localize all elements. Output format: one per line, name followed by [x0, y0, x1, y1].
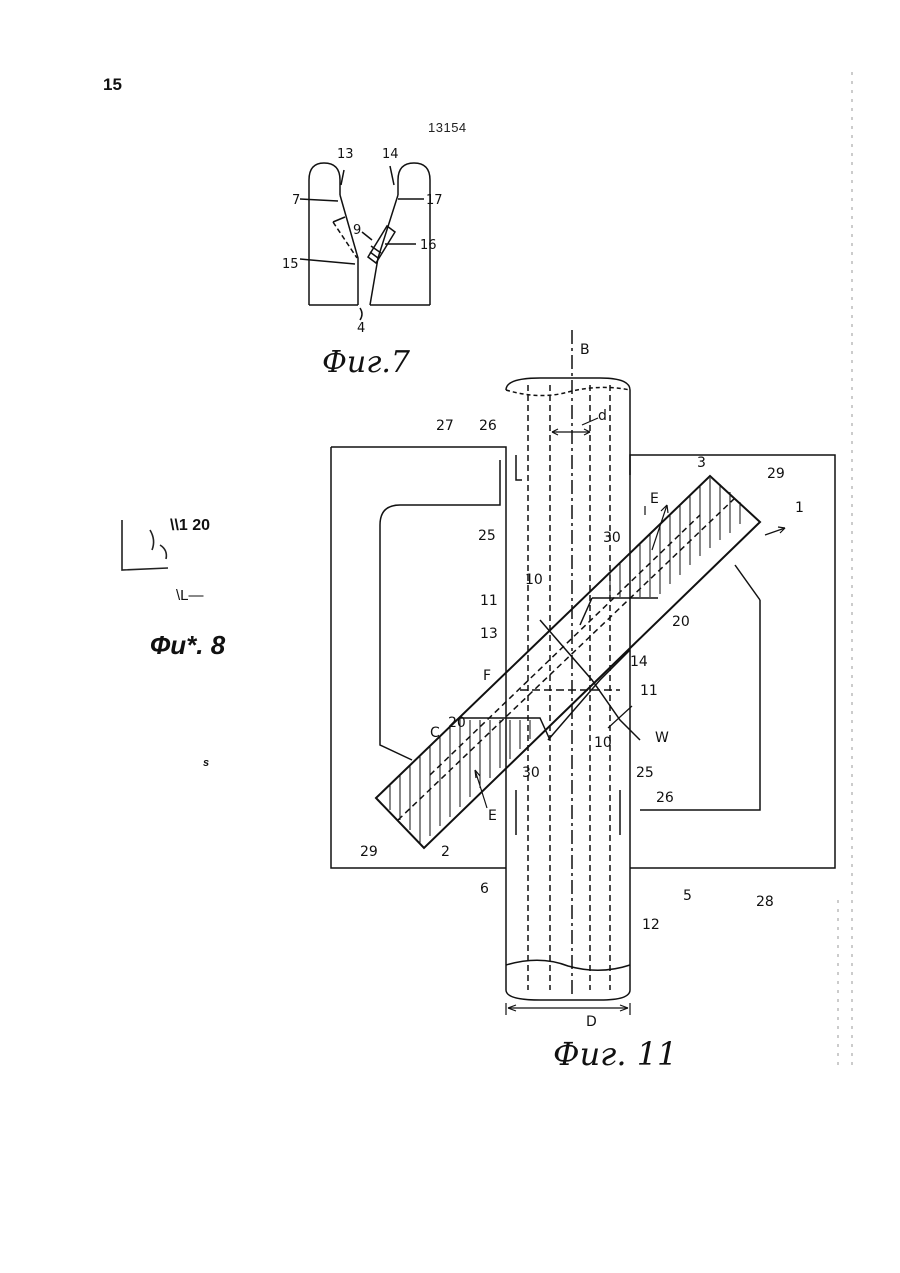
- fig11-label-D: D: [586, 1014, 597, 1030]
- figure-11-labels: B d 27 26 3 29 1 E 25 30 10 11 20 13 14 …: [360, 342, 804, 1030]
- fig11-label-d: d: [598, 408, 607, 424]
- fig11-label-11-top: 11: [480, 593, 498, 609]
- fig11-label-20-right: 20: [672, 614, 690, 630]
- fig11-label-25-top: 25: [478, 528, 496, 544]
- fig7-label-9: 9: [353, 223, 361, 238]
- fig11-label-3: 3: [697, 455, 706, 471]
- fig11-label-E-top: E: [650, 491, 659, 507]
- figure-7-drawing: [300, 163, 430, 320]
- fig11-label-14: 14: [630, 654, 648, 670]
- fig11-label-5: 5: [683, 888, 692, 904]
- fig11-label-13: 13: [480, 626, 498, 642]
- fig11-label-25-bottom: 25: [636, 765, 654, 781]
- fig11-label-30-top: 30: [603, 530, 621, 546]
- fig11-label-10-bottom: 10: [594, 735, 612, 751]
- fig11-label-29-bottom: 29: [360, 844, 378, 860]
- figure-7-labels: 13 14 7 17 9 16 15 4: [282, 147, 443, 336]
- fig7-label-16: 16: [420, 238, 437, 253]
- fig7-label-4: 4: [357, 321, 365, 336]
- fig11-label-30-bottom: 30: [522, 765, 540, 781]
- fig11-label-11-right: 11: [640, 683, 658, 699]
- fig11-label-6: 6: [480, 881, 489, 897]
- scan-border-right: [838, 72, 852, 1070]
- fig11-label-27: 27: [436, 418, 454, 434]
- fig11-label-10-top: 10: [525, 572, 543, 588]
- fig11-label-B: B: [580, 342, 590, 358]
- fig11-label-C: C: [430, 725, 440, 741]
- fig11-label-28: 28: [756, 894, 774, 910]
- fig11-label-W: W: [655, 730, 669, 746]
- fig11-label-12: 12: [642, 917, 660, 933]
- figure-7-caption: Фиг.7: [322, 345, 410, 380]
- fig11-label-1: 1: [795, 500, 804, 516]
- fig11-label-26-bottom: 26: [656, 790, 674, 806]
- fig11-label-F: F: [483, 668, 491, 684]
- fig11-label-29-top: 29: [767, 466, 785, 482]
- fig11-label-2: 2: [441, 844, 450, 860]
- figure-8-sketch: [122, 520, 168, 570]
- fig7-label-17: 17: [426, 193, 443, 208]
- fig7-label-13: 13: [337, 147, 354, 162]
- fig7-label-15: 15: [282, 257, 299, 272]
- fig11-label-E-bottom: E: [488, 808, 497, 824]
- fig11-label-26-top: 26: [479, 418, 497, 434]
- fig7-label-7: 7: [292, 193, 300, 208]
- fig11-label-20-left: 20: [448, 715, 466, 731]
- fig7-label-14: 14: [382, 147, 399, 162]
- figure-11-caption: Фиг. 11: [553, 1035, 677, 1073]
